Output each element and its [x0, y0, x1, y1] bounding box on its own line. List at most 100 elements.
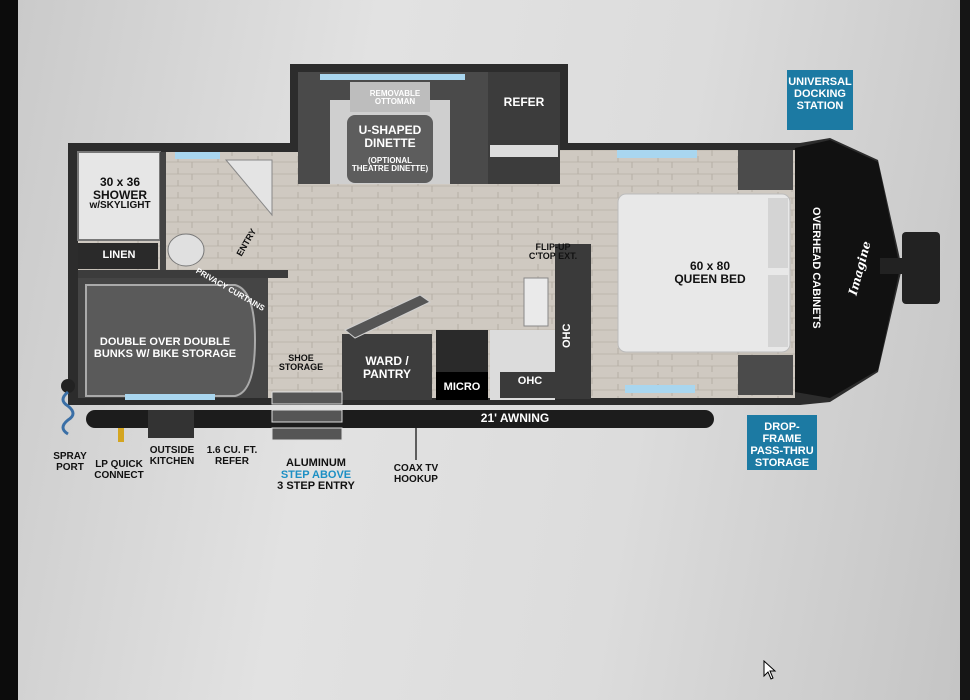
ward-pantry-box [342, 334, 432, 400]
step-2 [271, 409, 343, 423]
spray-port-label: SPRAY PORT [45, 451, 95, 473]
shower-box [77, 151, 161, 241]
overhead-cabinets-label: OVERHEAD CABINETS [809, 206, 822, 329]
hitch-tongue [880, 258, 910, 274]
shoe-line-2: STORAGE [278, 362, 324, 373]
dinette-option-line-2: THEATRE DINETTE) [351, 164, 429, 174]
shower-word: SHOWER [93, 187, 147, 202]
nose-cap [795, 140, 900, 398]
lp-line-2: CONNECT [94, 469, 144, 481]
flip-up-line-2: C'TOP EXT. [528, 251, 578, 262]
bunks-label: DOUBLE OVER DOUBLE BUNKS W/ BIKE STORAGE [90, 336, 240, 360]
universal-docking-callout: UNIVERSAL DOCKING STATION [787, 70, 853, 130]
step-line-2: STEP ABOVE [280, 468, 352, 481]
window-top-1 [320, 74, 465, 80]
flip-up-line-1: FLIP-UP [535, 242, 571, 252]
pillow-1 [768, 198, 788, 268]
sink-counter [224, 159, 273, 217]
lp-line-1: LP QUICK [95, 459, 143, 470]
photo-edge-left [0, 0, 18, 700]
step-line-1: ALUMINUM [286, 457, 346, 469]
spray-line-1: SPRAY [53, 451, 87, 462]
nightstand-top [738, 150, 793, 190]
dinette-line-2: DINETTE [364, 135, 416, 150]
ottoman-line-1: REMOVABLE [369, 89, 421, 98]
shoe-storage-label: SHOE STORAGE [276, 353, 326, 373]
spray-line-2: PORT [56, 461, 84, 473]
cuft-line-2: REFER [215, 455, 249, 467]
bunks-line-1: DOUBLE OVER DOUBLE [99, 336, 231, 348]
micro-label: MICRO [443, 381, 481, 393]
window-bed [625, 385, 695, 393]
shower-skylight: w/SKYLIGHT [89, 200, 151, 212]
ward-line-1: WARD / [365, 354, 409, 368]
bunk-bed [85, 284, 257, 397]
ottoman-line-2: OTTOMAN [374, 97, 416, 107]
awning-bar [86, 410, 714, 428]
ohc-vertical-label: OHC [561, 323, 574, 349]
mouse-pointer-icon [763, 659, 777, 685]
dinette-line-1: U-SHAPED [358, 123, 422, 137]
ward-pantry-label: WARD / PANTRY [344, 355, 430, 380]
aluminum-step-label: ALUMINUM STEP ABOVE 3 STEP ENTRY [270, 457, 362, 493]
awning-label: 21' AWNING [480, 411, 550, 425]
step-1 [271, 391, 343, 405]
ohc-vertical-box [555, 244, 591, 399]
ohc-bottom-box [500, 372, 558, 398]
refer-shelf [490, 145, 558, 157]
dropframe-line-3: STORAGE [754, 457, 810, 470]
coax-line-2: HOOKUP [394, 473, 438, 485]
docking-line-2: DOCKING [794, 88, 846, 101]
cuft-line-1: 1.6 CU. FT. [206, 445, 258, 456]
bath-divider [78, 270, 288, 278]
photo-edge-right [960, 0, 970, 700]
lp-fitting [118, 428, 124, 442]
step-3 [271, 427, 343, 441]
dinette-option-label: (OPTIONAL THEATRE DINETTE) [345, 156, 435, 174]
pillow-2 [768, 275, 788, 347]
queen-bed-label: 60 x 80 QUEEN BED [655, 260, 765, 285]
micro-box [436, 372, 488, 400]
outkitchen-line-2: KITCHEN [149, 455, 195, 467]
linen-label: LINEN [102, 249, 136, 261]
dropframe-line-1: DROP-FRAME [762, 421, 802, 446]
coax-tv-label: COAX TV HOOKUP [384, 463, 448, 485]
refer-label: REFER [503, 95, 545, 109]
shoe-line-1: SHOE [288, 353, 314, 363]
sink-kitchen [523, 277, 549, 327]
dinette-label: U-SHAPED DINETTE [345, 124, 435, 149]
dropframe-line-2: PASS-THRU [750, 445, 814, 458]
ottoman-shape [350, 82, 430, 112]
ottoman-label: REMOVABLE OTTOMAN [355, 89, 435, 107]
dinette-table-top [347, 115, 433, 183]
drop-frame-callout: DROP-FRAME PASS-THRU STORAGE [747, 415, 817, 470]
ohc-bottom-label: OHC [517, 375, 543, 387]
refer-cuft-label: 1.6 CU. FT. REFER [200, 445, 264, 467]
queen-bed [617, 193, 791, 353]
shower-size: 30 x 36 [99, 175, 141, 189]
window-bunk [125, 394, 215, 400]
flip-up-label: FLIP-UP C'TOP EXT. [520, 242, 586, 262]
nightstand-bottom [738, 355, 793, 395]
toilet [167, 233, 205, 267]
docking-line-1: UNIVERSAL [788, 76, 852, 88]
dinette-option-line-1: (OPTIONAL [368, 156, 412, 165]
lp-quick-label: LP QUICK CONNECT [88, 459, 150, 481]
outside-kitchen-box [148, 410, 194, 438]
linen-box [78, 243, 158, 269]
spray-nozzle [61, 379, 75, 393]
window-top-2 [617, 150, 697, 158]
pantry-door [344, 294, 431, 339]
outkitchen-line-1: OUTSIDE [149, 445, 195, 456]
bath-wall [160, 152, 166, 270]
step-line-3: 3 STEP ENTRY [277, 480, 355, 493]
window-bath [175, 152, 220, 159]
bed-size: 60 x 80 [689, 259, 731, 273]
bed-word: QUEEN BED [674, 271, 746, 286]
shower-label: 30 x 36 SHOWER w/SKYLIGHT [80, 176, 160, 212]
bunks-line-2: BUNKS W/ BIKE STORAGE [93, 347, 237, 360]
spray-hose [61, 390, 75, 436]
outside-kitchen-label: OUTSIDE KITCHEN [146, 445, 198, 467]
docking-line-3: STATION [796, 100, 844, 113]
